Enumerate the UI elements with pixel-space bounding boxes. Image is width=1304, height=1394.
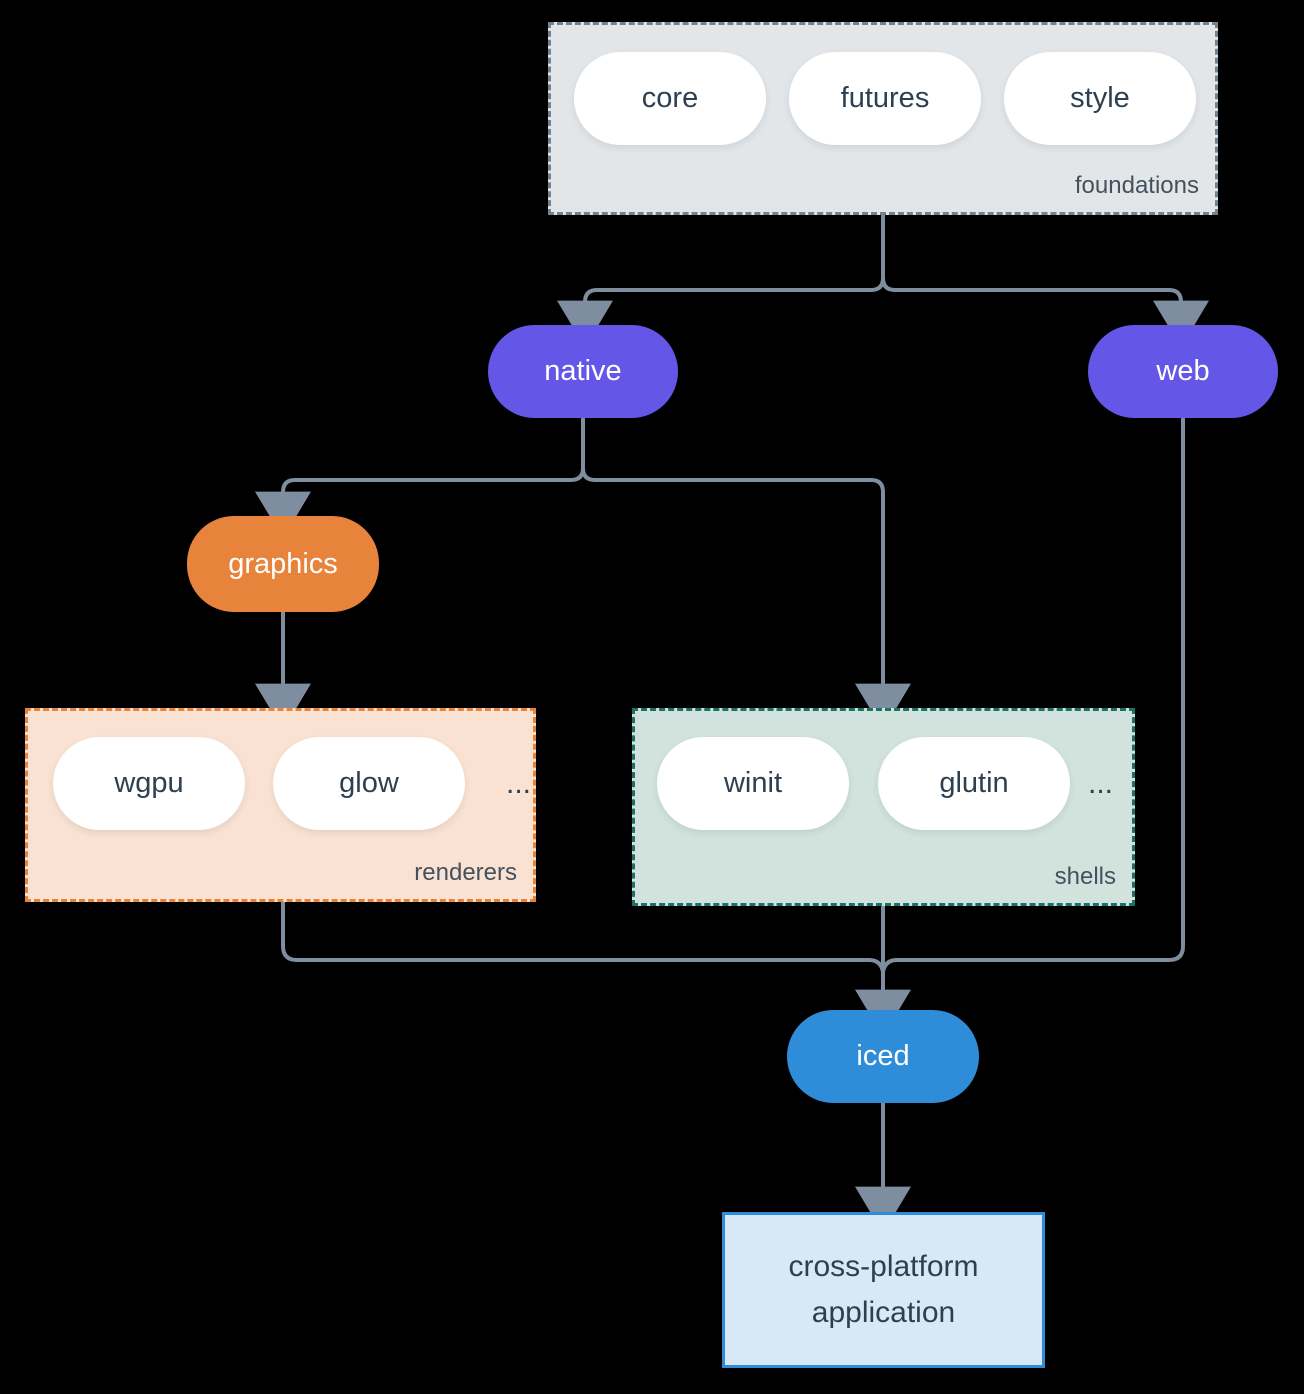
group-foundations-label: foundations	[1074, 172, 1199, 199]
node-core: core	[574, 52, 766, 145]
node-graphics: graphics	[187, 516, 379, 612]
node-web: web	[1088, 325, 1278, 418]
shells-ellipsis: ...	[1088, 767, 1114, 800]
group-foundations: core futures style foundations	[548, 22, 1218, 215]
node-glutin: glutin	[878, 737, 1070, 830]
node-wgpu: wgpu	[53, 737, 245, 830]
edge-foundations-web	[881, 277, 1209, 348]
node-futures: futures	[789, 52, 981, 145]
group-renderers-label: renderers	[414, 859, 517, 886]
group-renderers: wgpu glow ... renderers	[25, 708, 536, 902]
node-winit: winit	[657, 737, 849, 830]
node-iced: iced	[787, 1010, 979, 1103]
renderers-ellipsis: ...	[506, 767, 532, 800]
node-cross-platform-application: cross-platform application	[722, 1212, 1045, 1368]
edge-native-shells	[581, 467, 911, 731]
edge-web-merge	[881, 418, 1185, 973]
group-shells: winit glutin ... shells	[632, 708, 1135, 906]
node-native: native	[488, 325, 678, 418]
edge-native-graphics	[255, 467, 585, 539]
group-shells-label: shells	[1054, 863, 1116, 890]
edge-renderers-merge	[281, 902, 885, 973]
node-glow: glow	[273, 737, 465, 830]
edge-foundations-native	[557, 277, 885, 348]
node-style: style	[1004, 52, 1196, 145]
